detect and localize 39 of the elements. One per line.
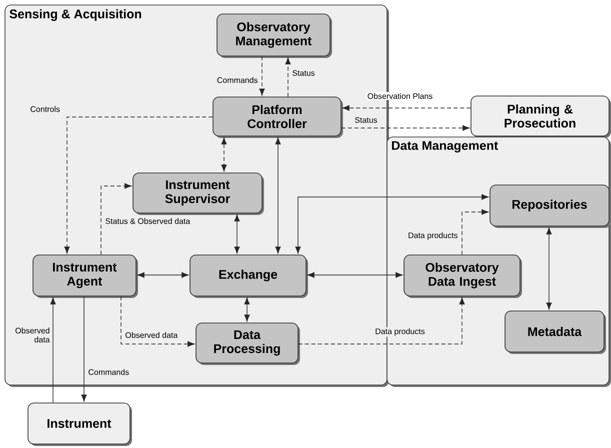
edge-label: Observed data <box>124 331 179 339</box>
double-arrow <box>295 194 489 254</box>
process-box: Observatory Management <box>216 14 332 58</box>
edge-label: Status <box>354 116 378 124</box>
double-arrow <box>244 298 250 322</box>
double-arrow <box>138 272 188 278</box>
edge-label: Observed data <box>12 326 51 344</box>
edge-label: Status & Observed data <box>104 217 192 225</box>
arrow <box>285 58 291 97</box>
process-box: Data Processing <box>196 322 300 365</box>
double-arrow <box>234 214 240 254</box>
edge-label: Observation Plans <box>366 92 434 100</box>
arrow <box>120 296 194 347</box>
edge-label: Commands <box>216 76 259 84</box>
arrow <box>259 56 265 96</box>
arrow <box>81 296 87 402</box>
edge-label: Commands <box>87 368 130 376</box>
arrow <box>341 125 470 131</box>
process-box: Instrument <box>28 402 132 446</box>
double-arrow <box>546 228 552 310</box>
double-arrow <box>275 138 281 254</box>
arrow <box>100 183 132 255</box>
arrow <box>50 298 56 403</box>
arrow <box>298 298 465 344</box>
arrow <box>64 116 213 254</box>
edge-label: Status <box>291 69 316 77</box>
double-arrow <box>221 138 227 172</box>
edge-label: Controls <box>29 105 61 113</box>
arrow <box>342 105 471 111</box>
double-arrow <box>308 272 403 278</box>
process-box: Instrument Supervisor <box>132 172 264 215</box>
process-box: Repositories <box>490 184 611 228</box>
process-box: Metadata <box>504 310 606 354</box>
process-box: Exchange <box>190 254 308 298</box>
process-box: Instrument Agent <box>32 254 138 298</box>
process-box: Observatory Data Ingest <box>404 254 522 298</box>
process-box: Platform Controller <box>212 96 343 138</box>
arrow <box>462 209 489 255</box>
process-box: Planning & Prosecution <box>470 96 611 138</box>
